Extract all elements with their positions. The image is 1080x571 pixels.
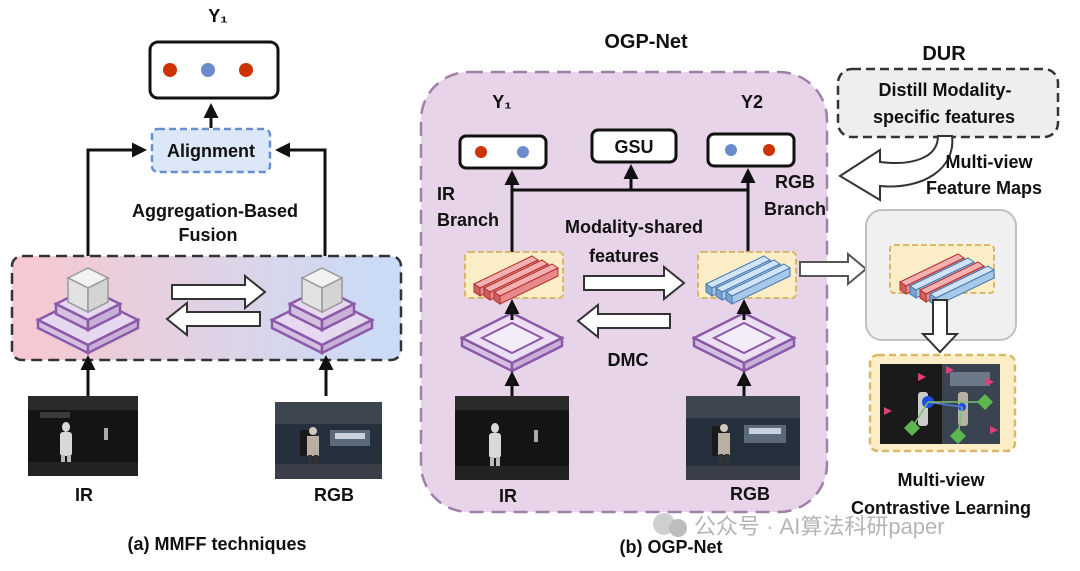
gsu-label: GSU <box>614 137 653 157</box>
shared-features-line2: features <box>589 246 659 266</box>
right-y2-label: Y2 <box>741 92 763 112</box>
output-point-blue <box>201 63 215 77</box>
output-point-red <box>163 63 177 77</box>
mv-maps-line2: Feature Maps <box>926 178 1042 198</box>
rgb-branch-line2: Branch <box>764 199 826 219</box>
arrow-to-multiview <box>799 251 868 287</box>
watermark-text: 公众号 · AI算法科研paper <box>694 514 945 539</box>
alignment-label: Alignment <box>167 141 255 161</box>
alignment-box <box>150 127 272 174</box>
ogp-net-title: OGP-Net <box>604 31 688 53</box>
ir-image-left <box>28 396 138 476</box>
rgb-image-left <box>275 402 382 479</box>
dur-line1: Distill Modality- <box>878 80 1011 100</box>
right-rgb-label: RGB <box>730 484 770 504</box>
mcl-line2: Contrastive Learning <box>851 498 1031 518</box>
output-point-red <box>239 63 253 77</box>
fusion-label-line2: Fusion <box>179 225 238 245</box>
right-y1-label: Y₁ <box>492 92 511 112</box>
arrow-rgb-to-alignment <box>275 142 327 256</box>
ir-image-right <box>455 396 569 480</box>
output-point-blue <box>725 144 737 156</box>
dmc-arrow-right <box>583 264 686 302</box>
output-point-red <box>763 144 775 156</box>
exchange-arrow-right <box>171 273 267 311</box>
dmc-label: DMC <box>608 350 649 370</box>
right-caption: (b) OGP-Net <box>620 537 723 557</box>
rgb-branch-line1: RGB <box>775 172 815 192</box>
dur-title: DUR <box>922 43 966 65</box>
arrow-ir-to-alignment <box>86 142 147 256</box>
left-output-points <box>163 63 253 77</box>
contrastive-image <box>880 364 1000 444</box>
right-y1-points <box>475 146 529 158</box>
rgb-image-right <box>686 396 800 480</box>
mv-maps-line1: Multi-view <box>945 152 1033 172</box>
left-caption: (a) MMFF techniques <box>128 534 307 554</box>
gsu-box <box>590 128 678 164</box>
fusion-label-line1: Aggregation-Based <box>132 201 298 221</box>
mcl-line1: Multi-view <box>897 470 985 490</box>
dur-line2: specific features <box>873 107 1015 127</box>
dmc-arrow-left <box>576 302 671 340</box>
output-point-blue <box>517 146 529 158</box>
feature-maps-curved-arrow <box>838 135 954 202</box>
right-y2-box <box>706 132 796 168</box>
left-ir-label: IR <box>75 485 93 505</box>
watermark: 公众号 · AI算法科研paper <box>653 513 945 539</box>
left-rgb-label: RGB <box>314 485 354 505</box>
output-point-red <box>475 146 487 158</box>
ir-branch-line2: Branch <box>437 210 499 230</box>
left-output-label: Y₁ <box>208 6 227 26</box>
ir-branch-line1: IR <box>437 184 455 204</box>
arrow-to-contrastive <box>920 299 960 354</box>
right-ir-label: IR <box>499 486 517 506</box>
right-y1-box <box>458 134 548 170</box>
right-y2-points <box>725 144 775 156</box>
shared-features-line1: Modality-shared <box>565 217 703 237</box>
exchange-arrow-left <box>165 300 261 338</box>
